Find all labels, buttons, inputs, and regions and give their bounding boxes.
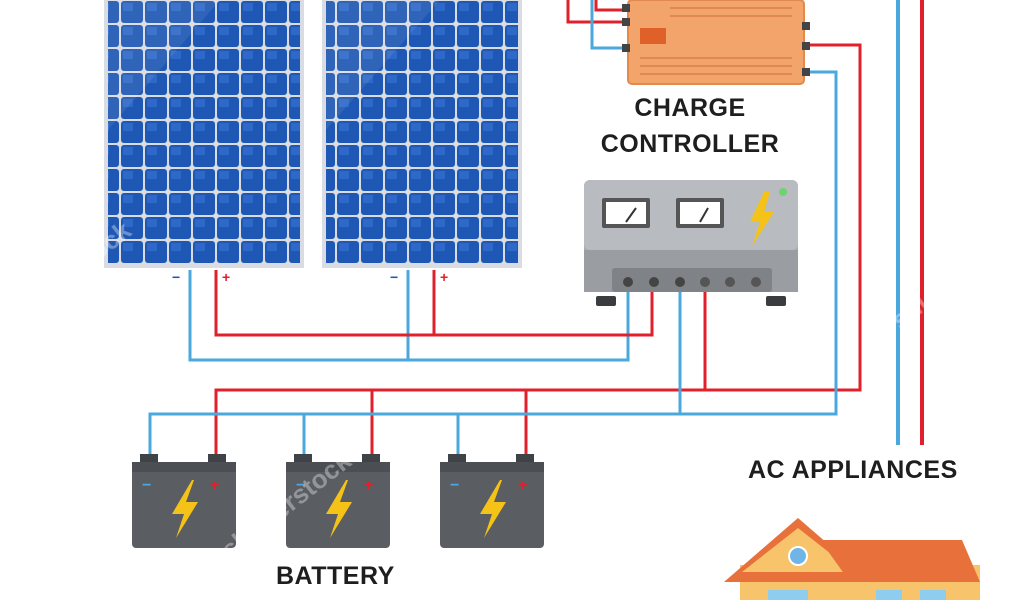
battery3-negative-sign: −	[450, 477, 459, 494]
wire-controller-top-red2	[594, 0, 630, 12]
solar-panel-1	[104, 0, 304, 268]
gauge-icon	[602, 198, 650, 228]
bolt-icon	[172, 480, 198, 538]
wire-battery-positive-bus	[214, 43, 862, 455]
panel2-negative-sign: −	[390, 269, 398, 285]
battery-2	[286, 454, 390, 548]
panel1-positive-sign: +	[222, 269, 230, 285]
wires	[148, 0, 924, 455]
panel1-negative-sign: −	[172, 269, 180, 285]
inverter	[584, 180, 798, 306]
panel2-positive-sign: +	[440, 269, 448, 285]
ac-appliances-label: AC APPLIANCES	[748, 456, 958, 484]
bolt-icon	[326, 480, 352, 538]
battery2-negative-sign: −	[296, 477, 305, 494]
house-icon	[724, 518, 980, 600]
bolt-icon	[480, 480, 506, 538]
charge-controller-label-line2: CONTROLLER	[600, 130, 780, 158]
battery2-positive-sign: +	[364, 477, 373, 494]
charge-controller	[622, 0, 810, 85]
battery-label: BATTERY	[276, 562, 395, 590]
battery-3	[440, 454, 544, 548]
wire-battery-negative-bus	[148, 70, 838, 455]
battery3-positive-sign: +	[518, 477, 527, 494]
battery1-positive-sign: +	[210, 477, 219, 494]
wire-controller-top-red	[566, 0, 630, 24]
watermark-text: shutterstock	[885, 215, 1024, 335]
solar-panel-2	[322, 0, 522, 268]
battery1-negative-sign: −	[142, 477, 151, 494]
battery-1	[132, 454, 236, 548]
watermark-text: shutterstock	[0, 215, 137, 335]
bolt-icon	[750, 192, 774, 246]
gauge-icon	[676, 198, 724, 228]
charge-controller-label-line1: CHARGE	[634, 94, 746, 122]
charge-controller-label: CHARGE CONTROLLER	[600, 90, 780, 162]
wire-controller-top-blue	[590, 0, 630, 50]
